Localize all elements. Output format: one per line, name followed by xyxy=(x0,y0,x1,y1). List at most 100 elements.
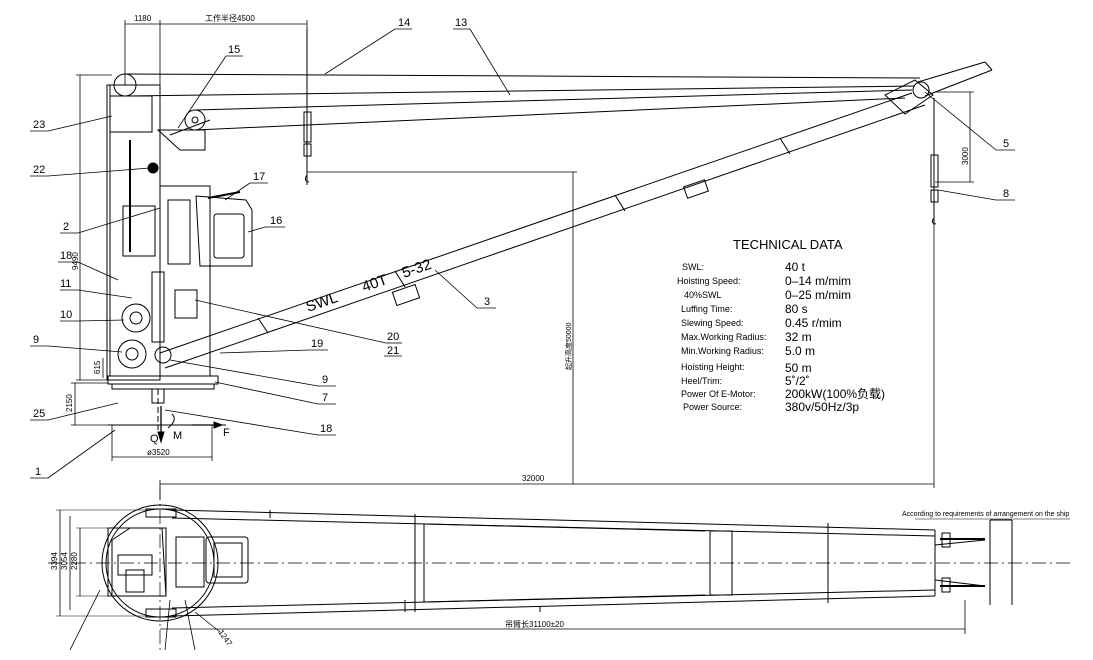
callout-7: 7 xyxy=(322,392,328,404)
dim-3520: ø3520 xyxy=(147,448,170,457)
boom xyxy=(159,61,993,369)
force-q-label: Q xyxy=(150,433,159,445)
callout-15: 15 xyxy=(228,44,240,56)
callout-16: 16 xyxy=(270,215,282,227)
a-frame-top xyxy=(109,95,153,133)
callout-21: 20 xyxy=(387,331,399,343)
dim-3000: 3000 xyxy=(961,147,970,165)
dimension-texts: 1180 工作半径4500 9490 3000 起升高度50000 615 21… xyxy=(50,13,970,648)
dim-3054: 3054 xyxy=(60,552,69,570)
boom-radius-text: 5-32 xyxy=(400,256,434,282)
sheave-bracket xyxy=(156,129,206,151)
tech-value: 5˚/2˚ xyxy=(785,374,810,388)
callout-10: 9 xyxy=(33,334,39,346)
moment-m-label: M xyxy=(173,430,182,442)
callout-18: 18 xyxy=(320,423,332,435)
luffing-winch xyxy=(117,339,147,369)
turret-plan xyxy=(107,527,167,597)
callout-9: 9 xyxy=(322,374,328,386)
house-door xyxy=(122,205,156,257)
callout-17: 17 xyxy=(253,171,265,183)
tech-value: 50 m xyxy=(785,361,812,375)
luffing-rope-upper xyxy=(124,73,921,79)
tech-value: 380v/50Hz/3p xyxy=(785,400,859,414)
tech-value: 32 m xyxy=(785,330,812,344)
tech-label: SWL: xyxy=(682,262,704,272)
tech-value: 40 t xyxy=(785,260,806,274)
house-window xyxy=(167,199,191,265)
callout-23: 22 xyxy=(33,164,45,176)
arrangement-note: According to requirements of arrangement… xyxy=(902,511,1069,518)
callout-13: 13 xyxy=(455,17,467,29)
e-motor xyxy=(174,289,198,319)
plan-view xyxy=(48,486,1070,651)
callout-8: 8 xyxy=(1003,188,1009,200)
dim-1180: 1180 xyxy=(134,14,152,23)
boom-bracket xyxy=(683,179,709,199)
tech-value: 5.0 m xyxy=(785,344,815,358)
callout-11: 10 xyxy=(60,309,72,321)
tech-value: 80 s xyxy=(785,302,808,316)
boom-head xyxy=(884,79,934,115)
house-plan xyxy=(117,554,153,576)
operator-cab xyxy=(195,195,253,267)
dimension-lines xyxy=(71,20,974,500)
callout-1: 1 xyxy=(35,466,41,478)
hook-block-max-radius xyxy=(930,98,939,225)
tech-label: Power Source: xyxy=(683,402,742,412)
gear-stack xyxy=(151,271,165,343)
callout-19: 18 xyxy=(60,250,72,262)
boom-heel-pin xyxy=(154,346,172,364)
callout-14: 14 xyxy=(398,17,410,29)
dim-4500: 工作半径4500 xyxy=(205,13,255,23)
force-f-label: F xyxy=(223,427,230,439)
callout-5: 5 xyxy=(1003,138,1009,150)
callout-20: 19 xyxy=(311,338,323,350)
technical-data-title: TECHNICAL DATA xyxy=(733,237,843,252)
cab-window xyxy=(213,213,245,259)
dim-615: 615 xyxy=(93,360,102,374)
tech-label: Heel/Trim: xyxy=(681,376,722,386)
callout-22: 21 xyxy=(387,345,399,357)
tech-label: Hoisting Speed: xyxy=(677,276,741,286)
boom-head-sheave xyxy=(912,81,930,99)
callout-25: 25 xyxy=(33,408,45,420)
callout-12: 11 xyxy=(60,278,71,290)
machinery-house xyxy=(159,185,211,377)
moment-m-arrow xyxy=(167,413,175,429)
dim-32000: 32000 xyxy=(522,474,545,483)
dim-1247: 1247 xyxy=(216,628,234,648)
tech-value: 0.45 r/mim xyxy=(785,316,842,330)
boom-plan xyxy=(171,509,1013,617)
tech-label: Slewing Speed: xyxy=(681,318,744,328)
pedestal-top xyxy=(111,383,215,390)
dim-2150: 2150 xyxy=(65,394,74,412)
callout-3: 3 xyxy=(484,296,490,308)
luffing-rope xyxy=(124,85,916,97)
technical-data-table: TECHNICAL DATA SWL: 40 t Hoisting Speed:… xyxy=(677,237,885,414)
cab-plan xyxy=(205,536,249,584)
callout-numbers: 23 22 2 18 11 10 9 25 1 14 13 15 5 8 17 … xyxy=(33,17,1009,478)
tech-value: 200kW(100%负载) xyxy=(785,387,885,401)
boom-swl-text: SWL xyxy=(304,289,340,316)
tech-value: 0–25 m/mim xyxy=(785,288,851,302)
tech-label: Max.Working Radius: xyxy=(681,332,766,342)
tech-value: 0–14 m/mim xyxy=(785,274,851,288)
boom-bracket xyxy=(391,283,421,307)
hoist-winch xyxy=(121,303,151,333)
tech-label: Power Of E-Motor: xyxy=(681,389,756,399)
tech-label: Min.Working Radius: xyxy=(681,346,764,356)
dim-2280: 2280 xyxy=(70,552,79,570)
dim-31100: 吊臂长31100±20 xyxy=(505,619,564,629)
side-elevation xyxy=(106,28,993,444)
dim-9490: 9490 xyxy=(71,252,80,270)
tech-label: 40%SWL xyxy=(684,290,722,300)
dim-3394: 3394 xyxy=(50,552,59,570)
callout-leaders xyxy=(30,28,1015,479)
callout-2: 2 xyxy=(63,221,69,233)
callout-24: 23 xyxy=(33,119,45,131)
hook-block-min-radius xyxy=(303,28,312,185)
tech-label: Luffing Time: xyxy=(681,304,732,314)
tech-label: Hoisting Height: xyxy=(681,362,745,372)
